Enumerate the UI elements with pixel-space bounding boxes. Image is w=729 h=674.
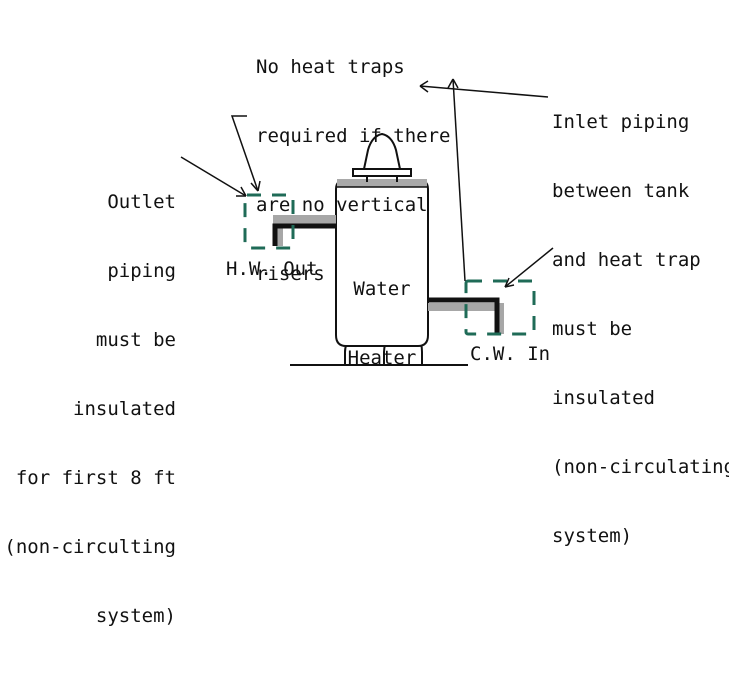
tank-label: Water Heater <box>347 278 417 369</box>
water-heater-diagram: No heat traps required if there are no v… <box>4 56 729 627</box>
outlet-piping-note: Outlet piping must be insulated for firs… <box>4 191 176 627</box>
inlet-piping-note: Inlet piping between tank and heat trap … <box>552 111 729 547</box>
diagram-svg <box>180 78 554 366</box>
hot-water-out-label: H.W. Out <box>226 258 318 280</box>
cold-water-inlet-pipe <box>428 297 504 334</box>
vent-hood-icon <box>352 132 412 182</box>
hot-water-outlet-pipe <box>272 215 336 246</box>
tank-top-band <box>337 179 427 187</box>
no-heat-traps-note: No heat traps required if there are no v… <box>256 56 451 285</box>
water-heater-tank <box>335 179 429 347</box>
inlet-insulation-dashed-box <box>464 279 536 336</box>
cold-water-in-label: C.W. In <box>470 343 551 365</box>
leader-lines <box>180 78 554 288</box>
